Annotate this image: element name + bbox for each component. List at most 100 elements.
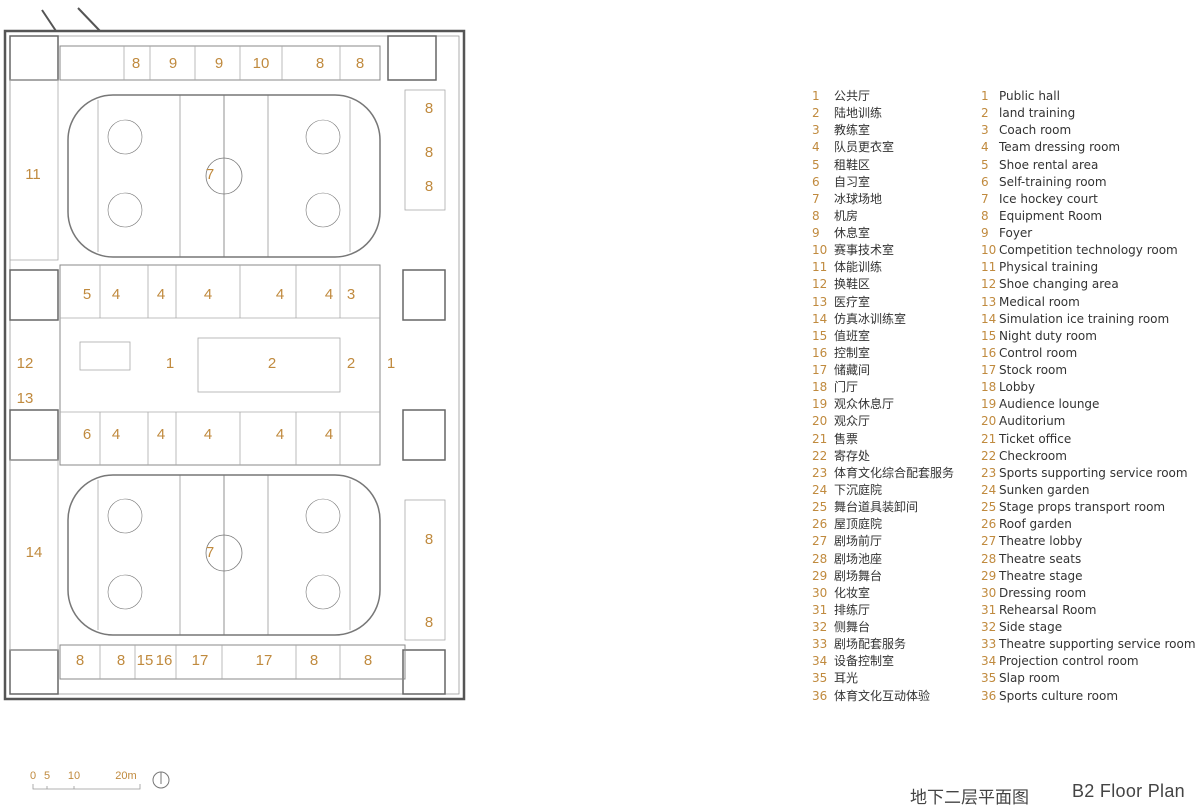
legend-item-label: 赛事技术室: [834, 243, 895, 258]
room-label: 4: [325, 286, 333, 303]
room-label: 2: [347, 355, 355, 372]
legend-item-label: Slap room: [999, 671, 1060, 686]
legend-item-label: Sunken garden: [999, 482, 1090, 497]
legend-item-label: 设备控制室: [834, 654, 895, 669]
legend-item-number: 22: [812, 448, 828, 463]
room-label: 4: [112, 286, 120, 303]
legend-item: 34 设备控制室: [812, 654, 894, 668]
legend-item-number: 31: [812, 602, 828, 617]
legend-item-label: Control room: [999, 345, 1078, 360]
legend-item-number: 18: [812, 380, 828, 395]
legend-item-label: land training: [999, 106, 1076, 121]
room-label: 7: [206, 544, 214, 561]
legend-item-label: 屋顶庭院: [834, 517, 883, 532]
legend-item-number: 33: [812, 637, 828, 652]
legend-item-number: 20: [981, 414, 997, 429]
legend-item: 11 体能训练: [812, 260, 882, 274]
legend-item-label: Equipment Room: [999, 208, 1103, 223]
legend-item-number: 10: [812, 243, 828, 258]
legend-item-number: 34: [812, 654, 828, 669]
legend-item-label: 化妆室: [834, 585, 871, 600]
room-label: 3: [347, 286, 355, 303]
legend-item-number: 9: [812, 226, 820, 241]
legend-item-number: 29: [981, 568, 997, 583]
legend-item-number: 31: [981, 602, 997, 617]
legend-item-label: 下沉庭院: [834, 482, 883, 497]
legend-item-number: 33: [981, 637, 997, 652]
legend-item-number: 14: [981, 311, 997, 326]
legend-item-number: 2: [812, 106, 820, 121]
legend-item-number: 21: [981, 431, 997, 446]
legend-item-number: 4: [981, 140, 989, 155]
floor-plan-drawing: 8 9 9 10 8 8 8 8 8 11 7 5 4 4 4 4 4 3 12…: [3, 7, 466, 790]
legend-item-number: 16: [981, 345, 997, 360]
legend-item-label: 剧场配套服务: [834, 637, 907, 652]
room-label: 15: [137, 652, 154, 669]
legend-item-label: 剧场前厅: [834, 534, 883, 549]
legend-item-number: 18: [981, 380, 997, 395]
legend-item-label: 自习室: [834, 174, 871, 189]
legend-item-number: 10: [981, 243, 997, 258]
legend-item-number: 15: [812, 328, 828, 343]
legend-item-number: 11: [812, 260, 828, 275]
room-label: 12: [17, 355, 34, 372]
legend-item-label: Public hall: [999, 89, 1060, 103]
legend-item-number: 12: [981, 277, 997, 292]
legend-item-label: Physical training: [999, 260, 1099, 275]
legend-item-label: Competition technology room: [999, 243, 1178, 258]
legend-item-label: Night duty room: [999, 328, 1097, 343]
room-label: 8: [425, 144, 433, 161]
legend-item-number: 19: [812, 397, 828, 412]
room-label: 4: [204, 426, 212, 443]
legend-item-label: 体能训练: [834, 260, 883, 275]
room-label: 14: [26, 544, 43, 561]
legend-item-number: 27: [812, 534, 828, 549]
legend-item-label: 公共厅: [834, 89, 871, 103]
legend-item-number: 13: [812, 294, 828, 309]
room-label: 7: [206, 166, 214, 183]
legend-item-number: 23: [812, 465, 828, 480]
legend-item-label: Coach room: [999, 123, 1072, 138]
room-label: 8: [425, 614, 433, 631]
legend-item-label: Team dressing room: [999, 140, 1121, 155]
room-label: 16: [156, 652, 173, 669]
legend-item-number: 36: [981, 688, 997, 703]
legend-item-label: 休息室: [834, 226, 871, 241]
legend-item-number: 35: [812, 671, 828, 686]
room-label: 8: [316, 55, 324, 72]
legend-item: 10 赛事技术室: [812, 243, 894, 257]
legend-item-label: 门厅: [834, 380, 859, 395]
legend-item-number: 29: [812, 568, 828, 583]
legend-item: 4 Team dressing room: [981, 140, 1120, 154]
legend-item-label: 冰球场地: [834, 191, 883, 206]
legend-item-label: Audience lounge: [999, 397, 1100, 412]
scale-label: 0: [30, 770, 36, 782]
